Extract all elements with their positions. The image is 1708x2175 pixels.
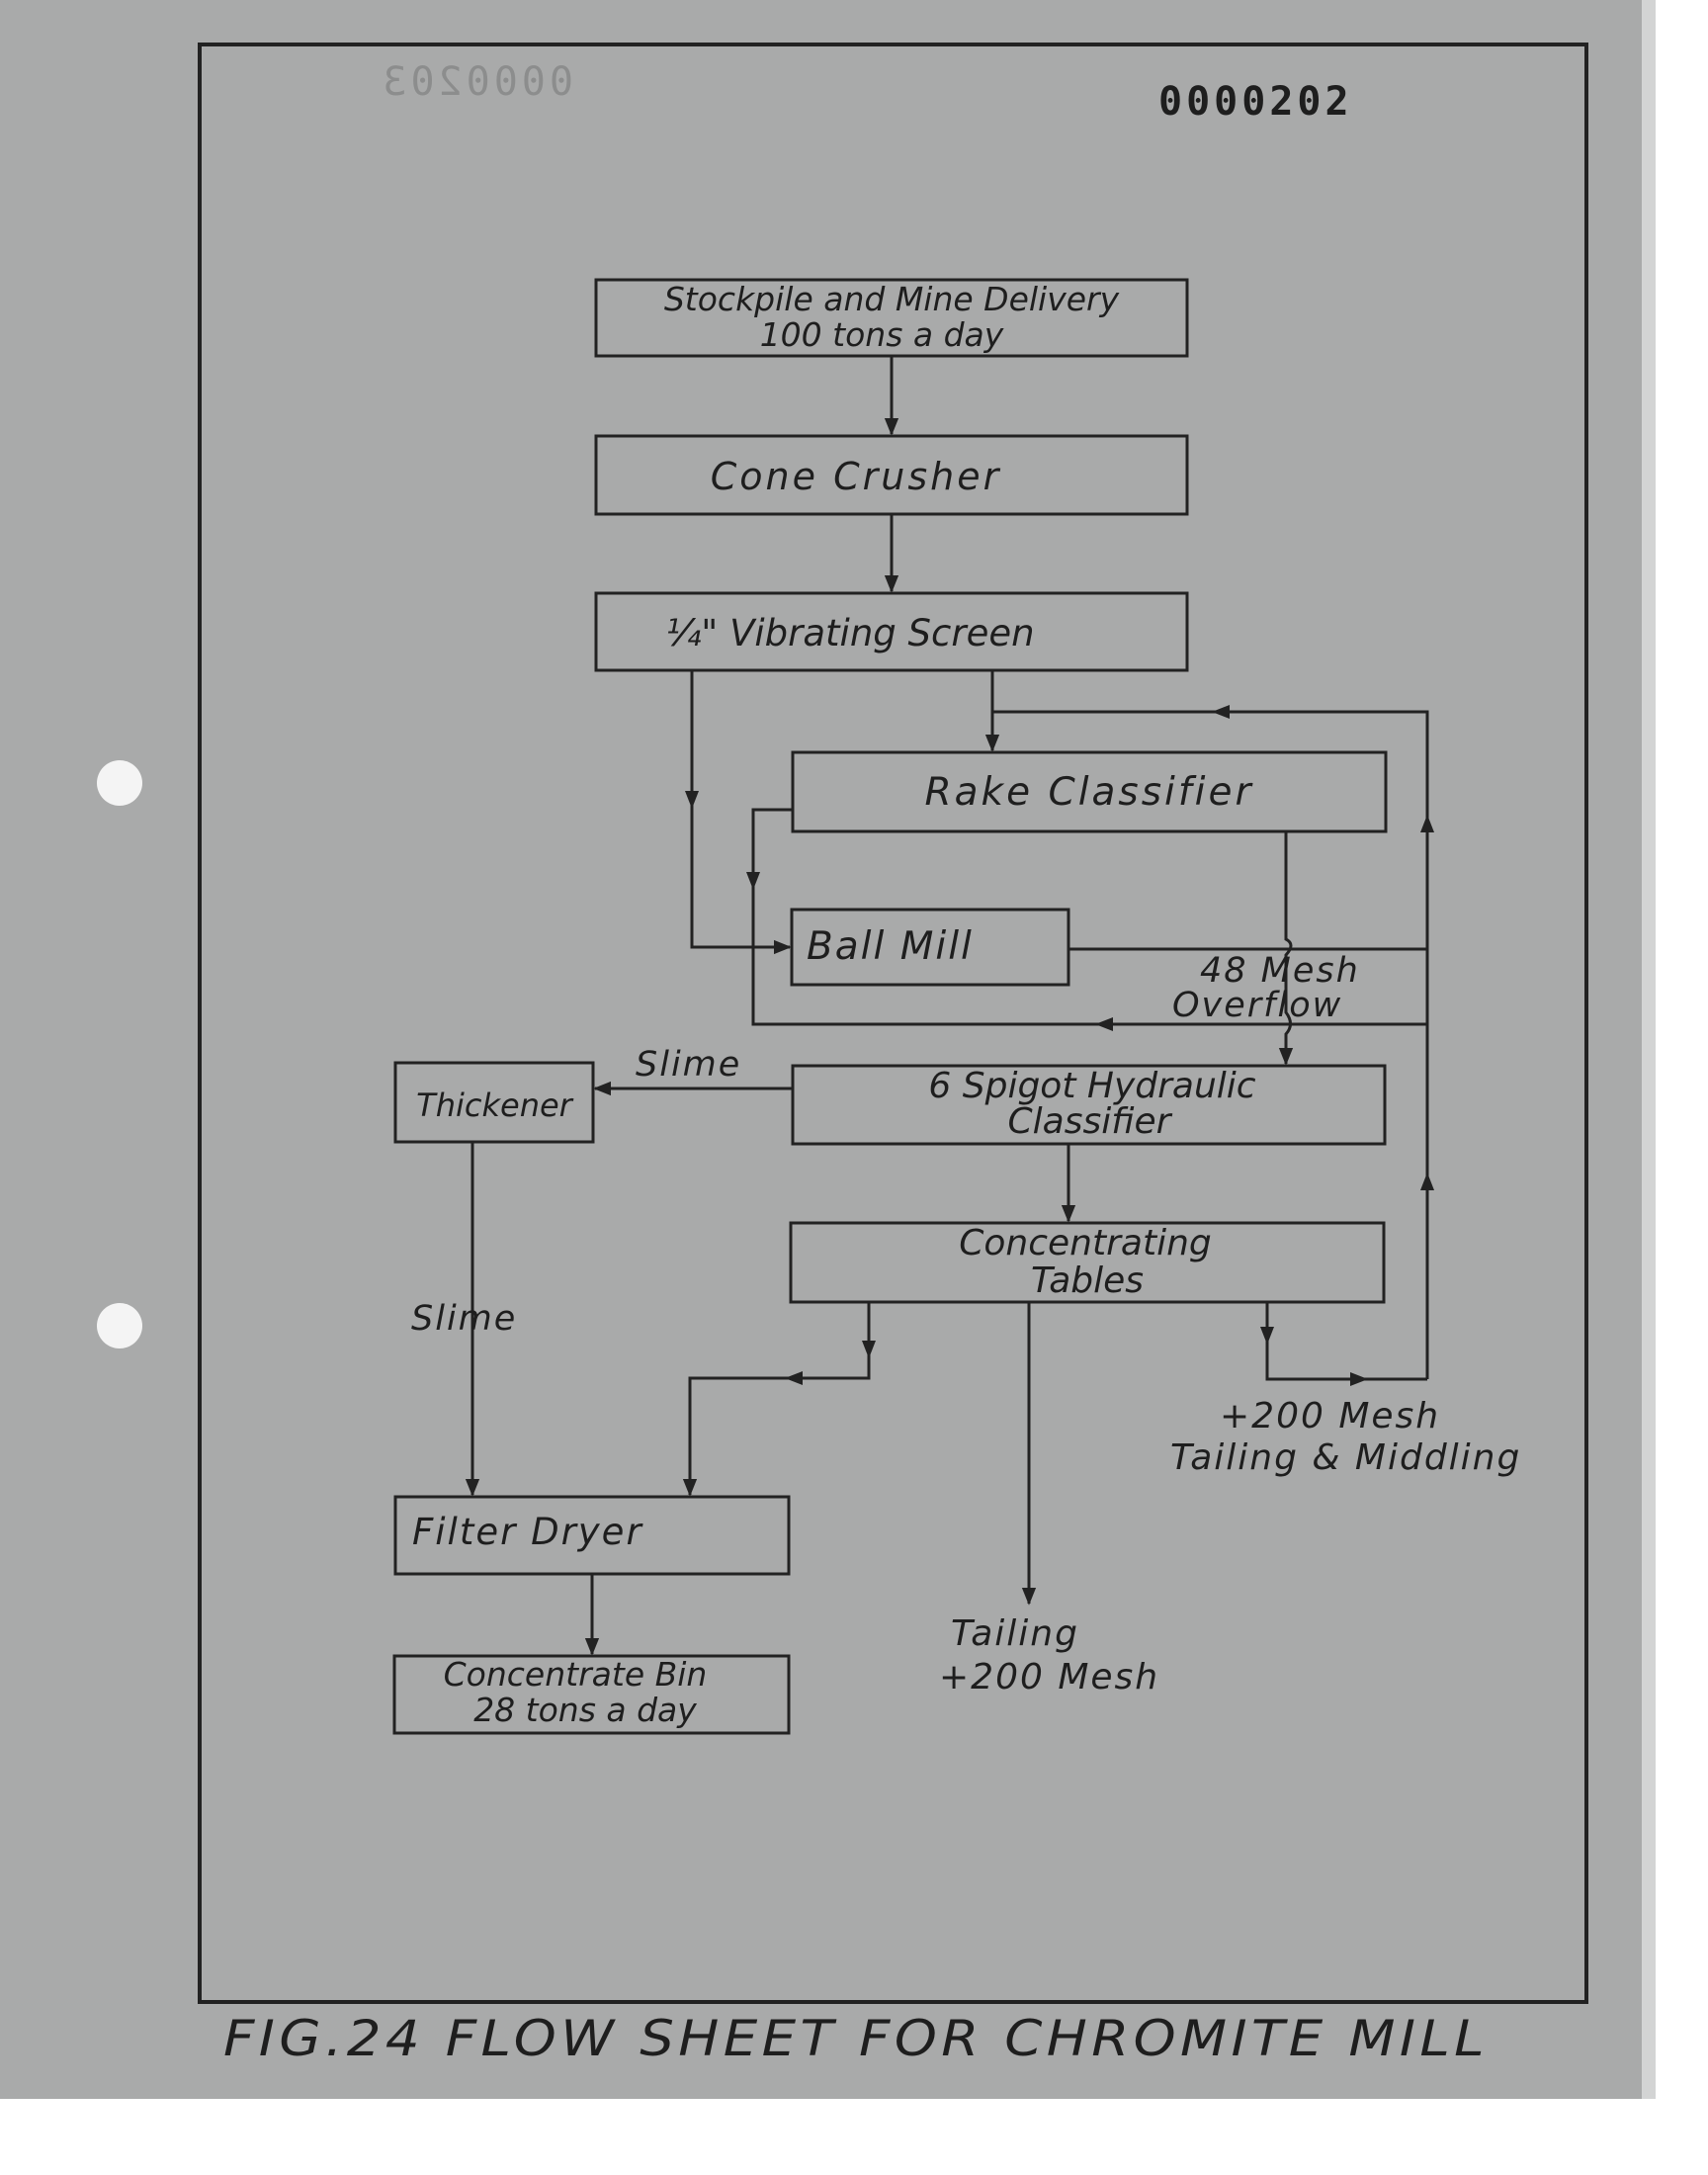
edge-return-up-arrow-lower <box>1420 1173 1434 1190</box>
node-cone-crusher-label: Cone Crusher <box>711 455 1001 498</box>
node-concentrate-bin: Concentrate Bin 28 tons a day <box>392 1654 791 1735</box>
edge-rake-overflow <box>1278 831 1294 1066</box>
node-filter-dryer: Filter Dryer <box>393 1495 791 1576</box>
punch-hole-upper <box>97 760 142 806</box>
label-tailing-middling-line1: +200 Mesh <box>1220 1396 1440 1436</box>
node-vibrating-screen: ¼" Vibrating Screen <box>594 591 1189 672</box>
node-ball-mill-label: Ball Mill <box>807 924 974 969</box>
node-concentrate-bin-line2: 28 tons a day <box>473 1691 697 1729</box>
label-tailing-line2: +200 Mesh <box>939 1657 1159 1697</box>
node-filter-dryer-label: Filter Dryer <box>412 1511 643 1553</box>
node-concentrate-bin-line1: Concentrate Bin <box>444 1655 708 1694</box>
label-mesh-overflow-line1: 48 Mesh <box>1200 951 1360 991</box>
edge-tables-middling <box>1265 1302 1427 1381</box>
scanned-page <box>0 0 1642 2099</box>
label-tailing-line1: Tailing <box>951 1613 1079 1654</box>
node-vibrating-screen-label: ¼" Vibrating Screen <box>665 612 1034 654</box>
edge-mill-return-arrow <box>1095 1017 1113 1031</box>
node-stockpile-line1: Stockpile and Mine Delivery <box>664 280 1120 318</box>
page-edge <box>1642 0 1656 2099</box>
page-number-stamp: 0000202 <box>1158 79 1353 125</box>
node-hydraulic-classifier-line2: Classifier <box>1008 1101 1173 1142</box>
node-rake-classifier: Rake Classifier <box>791 750 1388 833</box>
node-thickener: Thickener <box>393 1061 595 1144</box>
page-frame <box>198 43 1588 2004</box>
edge-tables-concentrate-left-arrow <box>785 1371 803 1385</box>
edge-return-up-arrow-upper <box>1420 815 1434 832</box>
node-cone-crusher: Cone Crusher <box>594 434 1189 516</box>
node-concentrating-tables: Concentrating Tables <box>789 1221 1386 1304</box>
node-hydraulic-classifier-line1: 6 Spigot Hydraulic <box>928 1066 1255 1106</box>
edge-return-top-arrow <box>1212 705 1230 719</box>
edge-screen-down-arrow <box>685 791 699 809</box>
edge-tables-middling-down-arrow <box>1260 1327 1274 1345</box>
node-rake-classifier-label: Rake Classifier <box>924 770 1253 815</box>
label-slime-side: Slime <box>411 1299 517 1339</box>
edge-tables-concentrate <box>682 1302 871 1497</box>
punch-hole-lower <box>97 1303 142 1348</box>
figure-caption: FIG.24 FLOW SHEET FOR CHROMITE MILL <box>223 2010 1489 2067</box>
edge-return-top <box>992 710 1429 1379</box>
label-tailing-middling-line2: Tailing & Middling <box>1170 1437 1521 1478</box>
label-mesh-overflow-line2: Overflow <box>1172 986 1342 1025</box>
node-thickener-label: Thickener <box>416 1087 574 1124</box>
edge-tables-concentrate-down-arrow <box>862 1341 876 1358</box>
edge-rake-sands <box>751 808 1427 1026</box>
node-ball-mill: Ball Mill <box>790 908 1070 987</box>
node-stockpile-line2: 100 tons a day <box>760 315 1004 354</box>
edge-screen-ballmill <box>690 670 792 955</box>
node-concentrating-tables-line1: Concentrating <box>959 1223 1212 1263</box>
connectors <box>465 356 1434 1656</box>
node-stockpile: Stockpile and Mine Delivery 100 tons a d… <box>594 278 1189 358</box>
edge-rake-sands-arrow <box>746 872 760 890</box>
node-concentrating-tables-line2: Tables <box>1031 1261 1144 1301</box>
label-slime-top: Slime <box>636 1045 741 1085</box>
edge-tables-middling-right-arrow <box>1350 1372 1368 1386</box>
bleed-through-number: 0000203 <box>379 59 573 105</box>
node-hydraulic-classifier: 6 Spigot Hydraulic Classifier <box>791 1064 1387 1146</box>
